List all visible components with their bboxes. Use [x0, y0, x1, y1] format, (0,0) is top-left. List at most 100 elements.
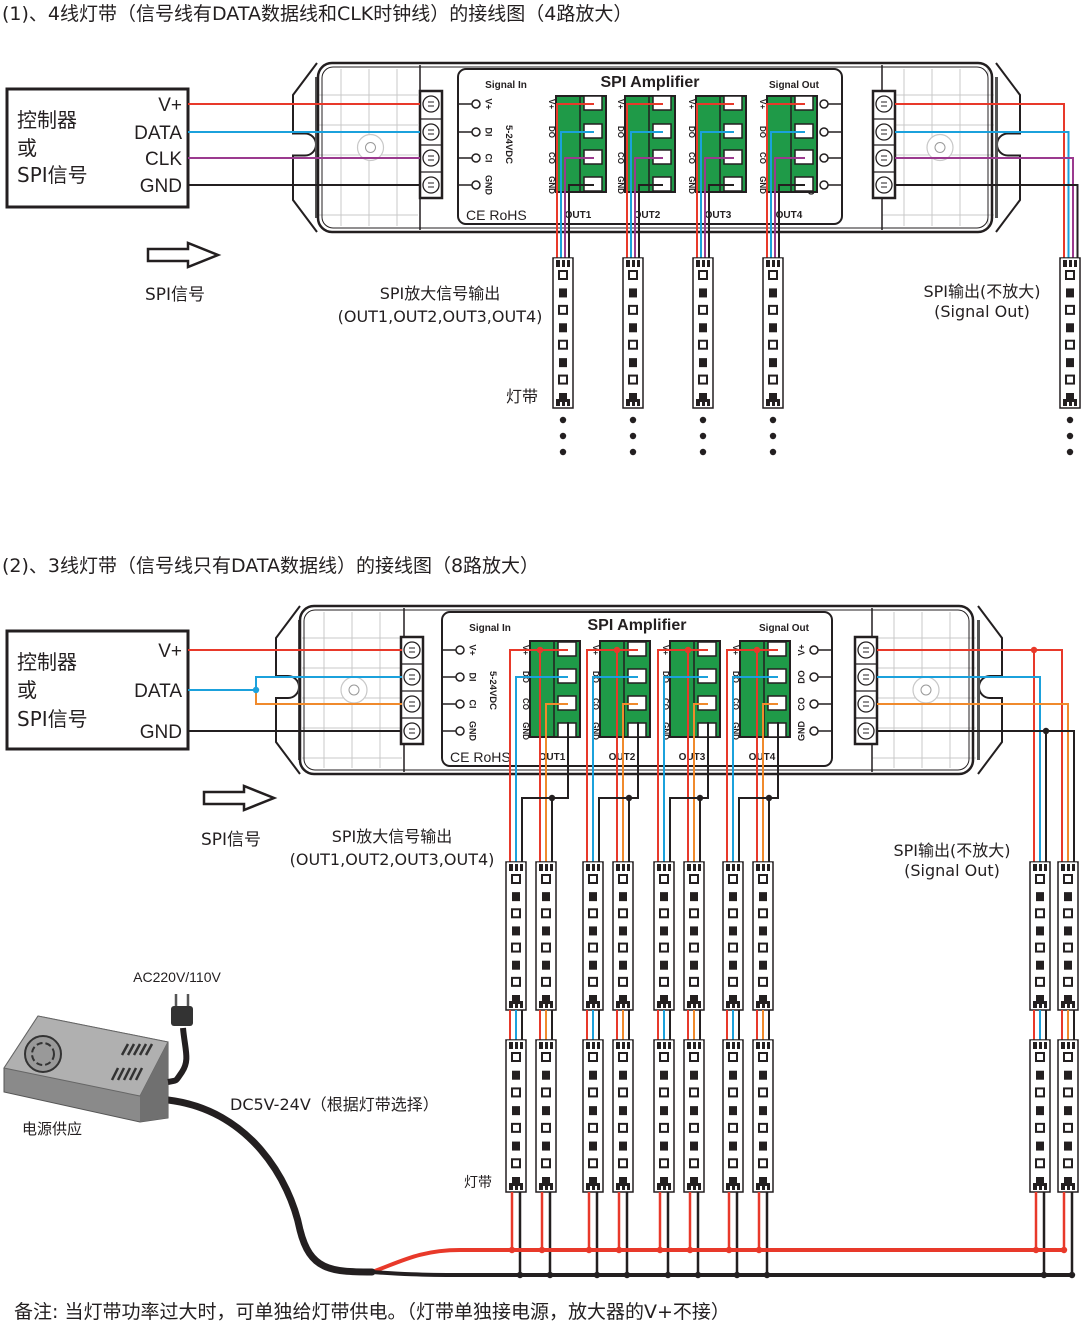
led-strip-out4	[762, 257, 784, 409]
amplified-output-channels: (OUT1,OUT2,OUT3,OUT4)	[338, 307, 543, 326]
led-chip-icon	[728, 1052, 738, 1062]
power-rail-vplus	[371, 1248, 1064, 1274]
output-wire	[634, 157, 663, 258]
strip-pad	[616, 1042, 620, 1049]
led-chip-icon	[542, 995, 550, 1004]
output-pin-icon	[819, 180, 829, 190]
strip-pad	[766, 399, 770, 406]
signal-direction-arrow	[146, 241, 222, 269]
strip-body	[612, 1039, 634, 1193]
strip-pad	[762, 1183, 765, 1190]
vplus-junction	[1030, 646, 1038, 654]
input-pin-icon	[455, 726, 465, 736]
ac-plug-icon	[171, 1006, 193, 1026]
strip-pad	[562, 260, 565, 267]
amplifier-housing-inner	[303, 609, 970, 771]
output-wire-co	[693, 703, 708, 862]
led-chip-icon	[759, 1106, 767, 1116]
led-chip-icon	[541, 1052, 551, 1062]
led-chip-icon	[542, 1106, 550, 1116]
led-chip-icon	[659, 942, 669, 953]
led-chip-icon	[660, 892, 668, 902]
led-chip-icon	[758, 908, 768, 919]
strip-pad	[698, 1183, 701, 1190]
input-pin-icon	[471, 180, 481, 190]
amplifier-title: SPI Amplifier	[601, 74, 700, 91]
controller-pin-label: GND	[140, 176, 182, 197]
strip-pad	[1061, 1183, 1065, 1190]
output-wire-do	[592, 676, 638, 862]
strip-edge	[507, 862, 525, 863]
led-chip-icon	[689, 1087, 699, 1098]
strip-pad	[550, 1042, 553, 1049]
strip-pad	[668, 1042, 671, 1049]
led-chip-icon	[659, 874, 669, 884]
led-chip-icon	[512, 1141, 520, 1151]
output-wire-do	[515, 676, 568, 862]
strip-pad	[1044, 1042, 1047, 1049]
continuation-dot	[699, 448, 707, 456]
led-strip-out1-1-b	[505, 1039, 527, 1193]
led-chip-icon	[728, 942, 738, 953]
led-chip-icon	[1064, 1177, 1072, 1186]
led-chip-icon	[512, 1177, 520, 1186]
strip-pad	[693, 1001, 696, 1008]
led-strip-label: 灯带	[464, 1175, 492, 1191]
ac-input-label: AC220V/110V	[133, 969, 221, 985]
led-chip-icon	[689, 908, 699, 919]
led-strip-out4-1-b	[722, 1039, 744, 1193]
led-chip-icon	[589, 995, 597, 1004]
terminal-screw-icon	[857, 722, 875, 740]
led-strip-out3	[692, 257, 714, 409]
led-chip-icon	[689, 976, 699, 987]
continuation-dot	[1066, 432, 1074, 440]
strip-pad	[627, 864, 630, 871]
led-chip-icon	[660, 995, 668, 1004]
voltage-rating: 5-24VDC	[487, 671, 498, 710]
led-chip-icon	[541, 1158, 551, 1169]
mounting-tab	[977, 605, 1003, 775]
led-chip-icon	[768, 270, 778, 280]
led-chip-icon	[660, 1106, 668, 1116]
screw-hole-inner	[348, 684, 360, 696]
led-chip-icon	[558, 339, 568, 350]
led-chip-icon	[511, 1122, 521, 1133]
vent-slot	[128, 1067, 138, 1081]
strip-pad	[762, 1042, 765, 1049]
strip-pad	[586, 1183, 590, 1190]
terminal-housing	[624, 95, 676, 193]
strip-edge	[584, 862, 602, 863]
led-chip-icon	[542, 960, 550, 970]
led-chip-icon	[589, 1070, 597, 1080]
output-wire	[700, 131, 734, 258]
amplified-output-label: SPI放大信号输出	[380, 284, 501, 303]
strip-body	[653, 861, 675, 1011]
led-chip-icon	[728, 1158, 738, 1169]
led-chip-icon	[729, 926, 737, 936]
strip-edge	[724, 1040, 742, 1041]
strip-pad	[732, 1183, 735, 1190]
led-strip-out2-1-b	[582, 1039, 604, 1193]
fan-grille	[31, 1042, 55, 1066]
led-chip-icon	[1035, 1087, 1045, 1098]
strip-edge	[1059, 862, 1077, 863]
strip-pad	[597, 1001, 600, 1008]
strip-pad	[622, 1001, 625, 1008]
led-chip-icon	[511, 1087, 521, 1098]
output-label: OUT1	[539, 752, 566, 763]
strip-pad	[657, 1001, 661, 1008]
strip-pad	[597, 1183, 600, 1190]
terminal-pin-label: CO	[591, 698, 600, 710]
led-chip-icon	[690, 1141, 698, 1151]
strip-pad	[737, 1183, 740, 1190]
led-chip-icon	[628, 304, 638, 315]
led-chip-icon	[659, 1122, 669, 1133]
led-chip-icon	[511, 908, 521, 919]
led-chip-icon	[1036, 995, 1044, 1004]
arrow-right-icon	[202, 784, 278, 812]
led-chip-icon	[689, 1158, 699, 1169]
strip-edge	[614, 1040, 632, 1041]
led-chip-icon	[541, 1087, 551, 1098]
output-wire-vplus	[509, 649, 568, 862]
